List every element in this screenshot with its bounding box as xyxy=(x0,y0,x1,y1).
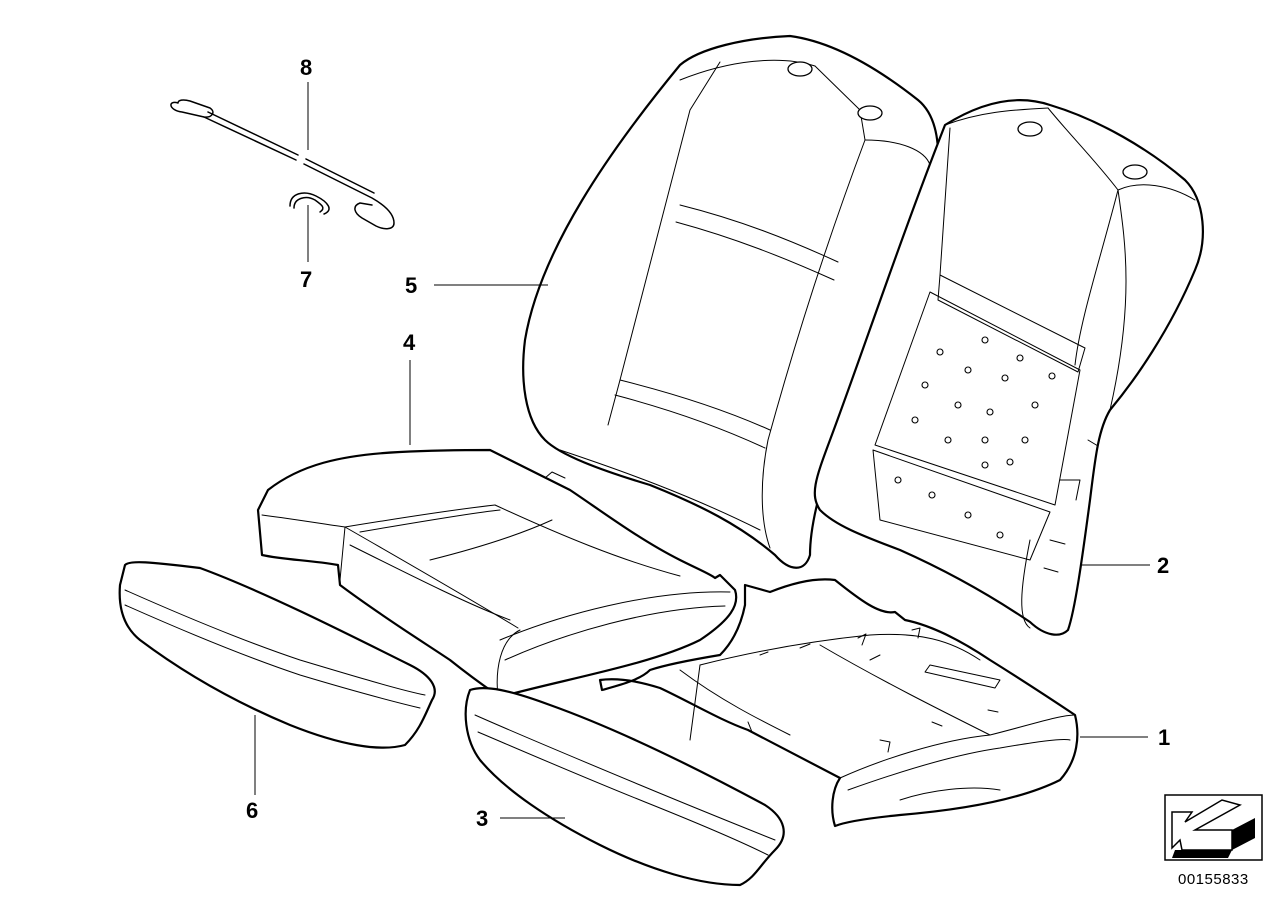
callout-labels: 8 7 5 4 2 1 6 3 xyxy=(246,55,1170,831)
document-number: 00155833 xyxy=(1178,871,1249,888)
part-6-bolster xyxy=(118,561,436,749)
callout-5: 5 xyxy=(405,273,417,298)
direction-arrow-icon xyxy=(1164,794,1263,861)
part-1-seat-frame xyxy=(598,578,1079,828)
leader-lines xyxy=(254,82,1150,819)
part-4-seat-cover xyxy=(256,448,738,699)
callout-1: 1 xyxy=(1158,725,1170,750)
part-2-backrest-frame xyxy=(813,99,1204,636)
part-8-wire xyxy=(170,99,395,230)
callout-4: 4 xyxy=(403,330,416,355)
perforation-dots xyxy=(894,336,1056,539)
callout-6: 6 xyxy=(246,798,258,823)
callout-7: 7 xyxy=(300,267,312,292)
callout-8: 8 xyxy=(300,55,312,80)
part-3-bolster xyxy=(464,687,785,887)
part-7-clip xyxy=(289,192,330,215)
callout-2: 2 xyxy=(1157,553,1169,578)
callout-3: 3 xyxy=(476,806,488,831)
